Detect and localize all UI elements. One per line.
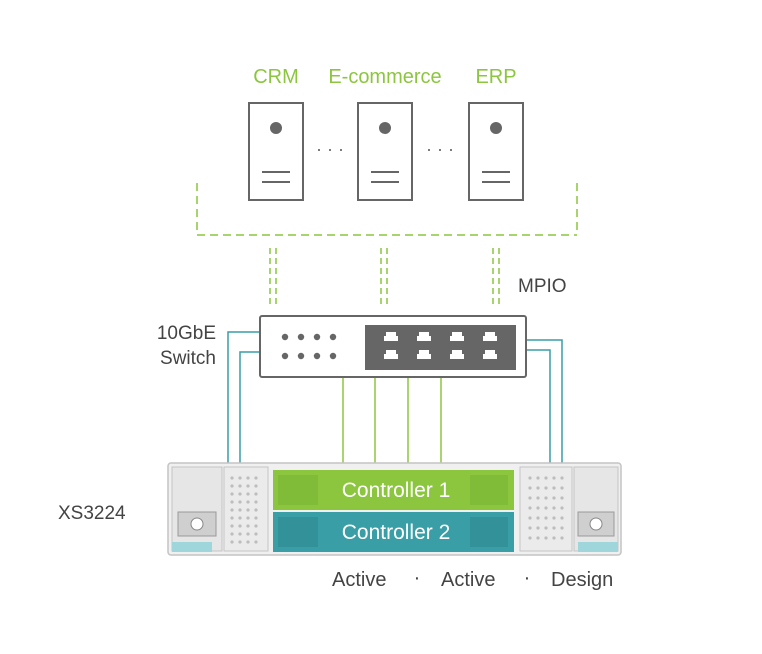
ethernet-port-icon (384, 332, 398, 341)
controller-1-label: Controller 1 (342, 479, 451, 502)
network-switch-icon (259, 315, 527, 378)
ethernet-port-icon (450, 332, 464, 341)
server-label-crm: CRM (253, 66, 299, 88)
server-icon (248, 102, 304, 201)
footer-item-3: Design (551, 569, 613, 591)
ellipsis-1: · · · (316, 139, 344, 159)
controller-2-label: Controller 2 (342, 521, 451, 544)
switch-label-line2: Switch (160, 348, 216, 369)
power-supply-icon (577, 511, 618, 552)
power-supply-icon (172, 511, 217, 552)
footer-separator-1: · (414, 567, 421, 589)
ethernet-port-icon (417, 350, 431, 359)
network-bracket (196, 183, 578, 236)
controller-2: Controller 2 (273, 512, 514, 552)
server-label-erp: ERP (475, 66, 516, 88)
mpio-paths (269, 248, 500, 305)
ethernet-port-icon (483, 332, 497, 341)
ethernet-port-icon (384, 350, 398, 359)
ethernet-port-icon (417, 332, 431, 341)
footer-separator-2: · (524, 567, 531, 589)
server-icon (357, 102, 413, 201)
mpio-label: MPIO (518, 276, 567, 297)
footer-item-2: Active (441, 569, 495, 591)
ethernet-port-icon (483, 350, 497, 359)
ethernet-port-icon (450, 350, 464, 359)
footer-item-1: Active (332, 569, 386, 591)
nas-model-label: XS3224 (58, 503, 126, 524)
green-cables (342, 378, 442, 470)
controller-1: Controller 1 (273, 470, 514, 510)
server-label-ecommerce: E-commerce (328, 66, 441, 88)
switch-label-line1: 10GbE (157, 323, 216, 344)
ellipsis-2: · · · (426, 139, 454, 159)
server-icon (468, 102, 524, 201)
